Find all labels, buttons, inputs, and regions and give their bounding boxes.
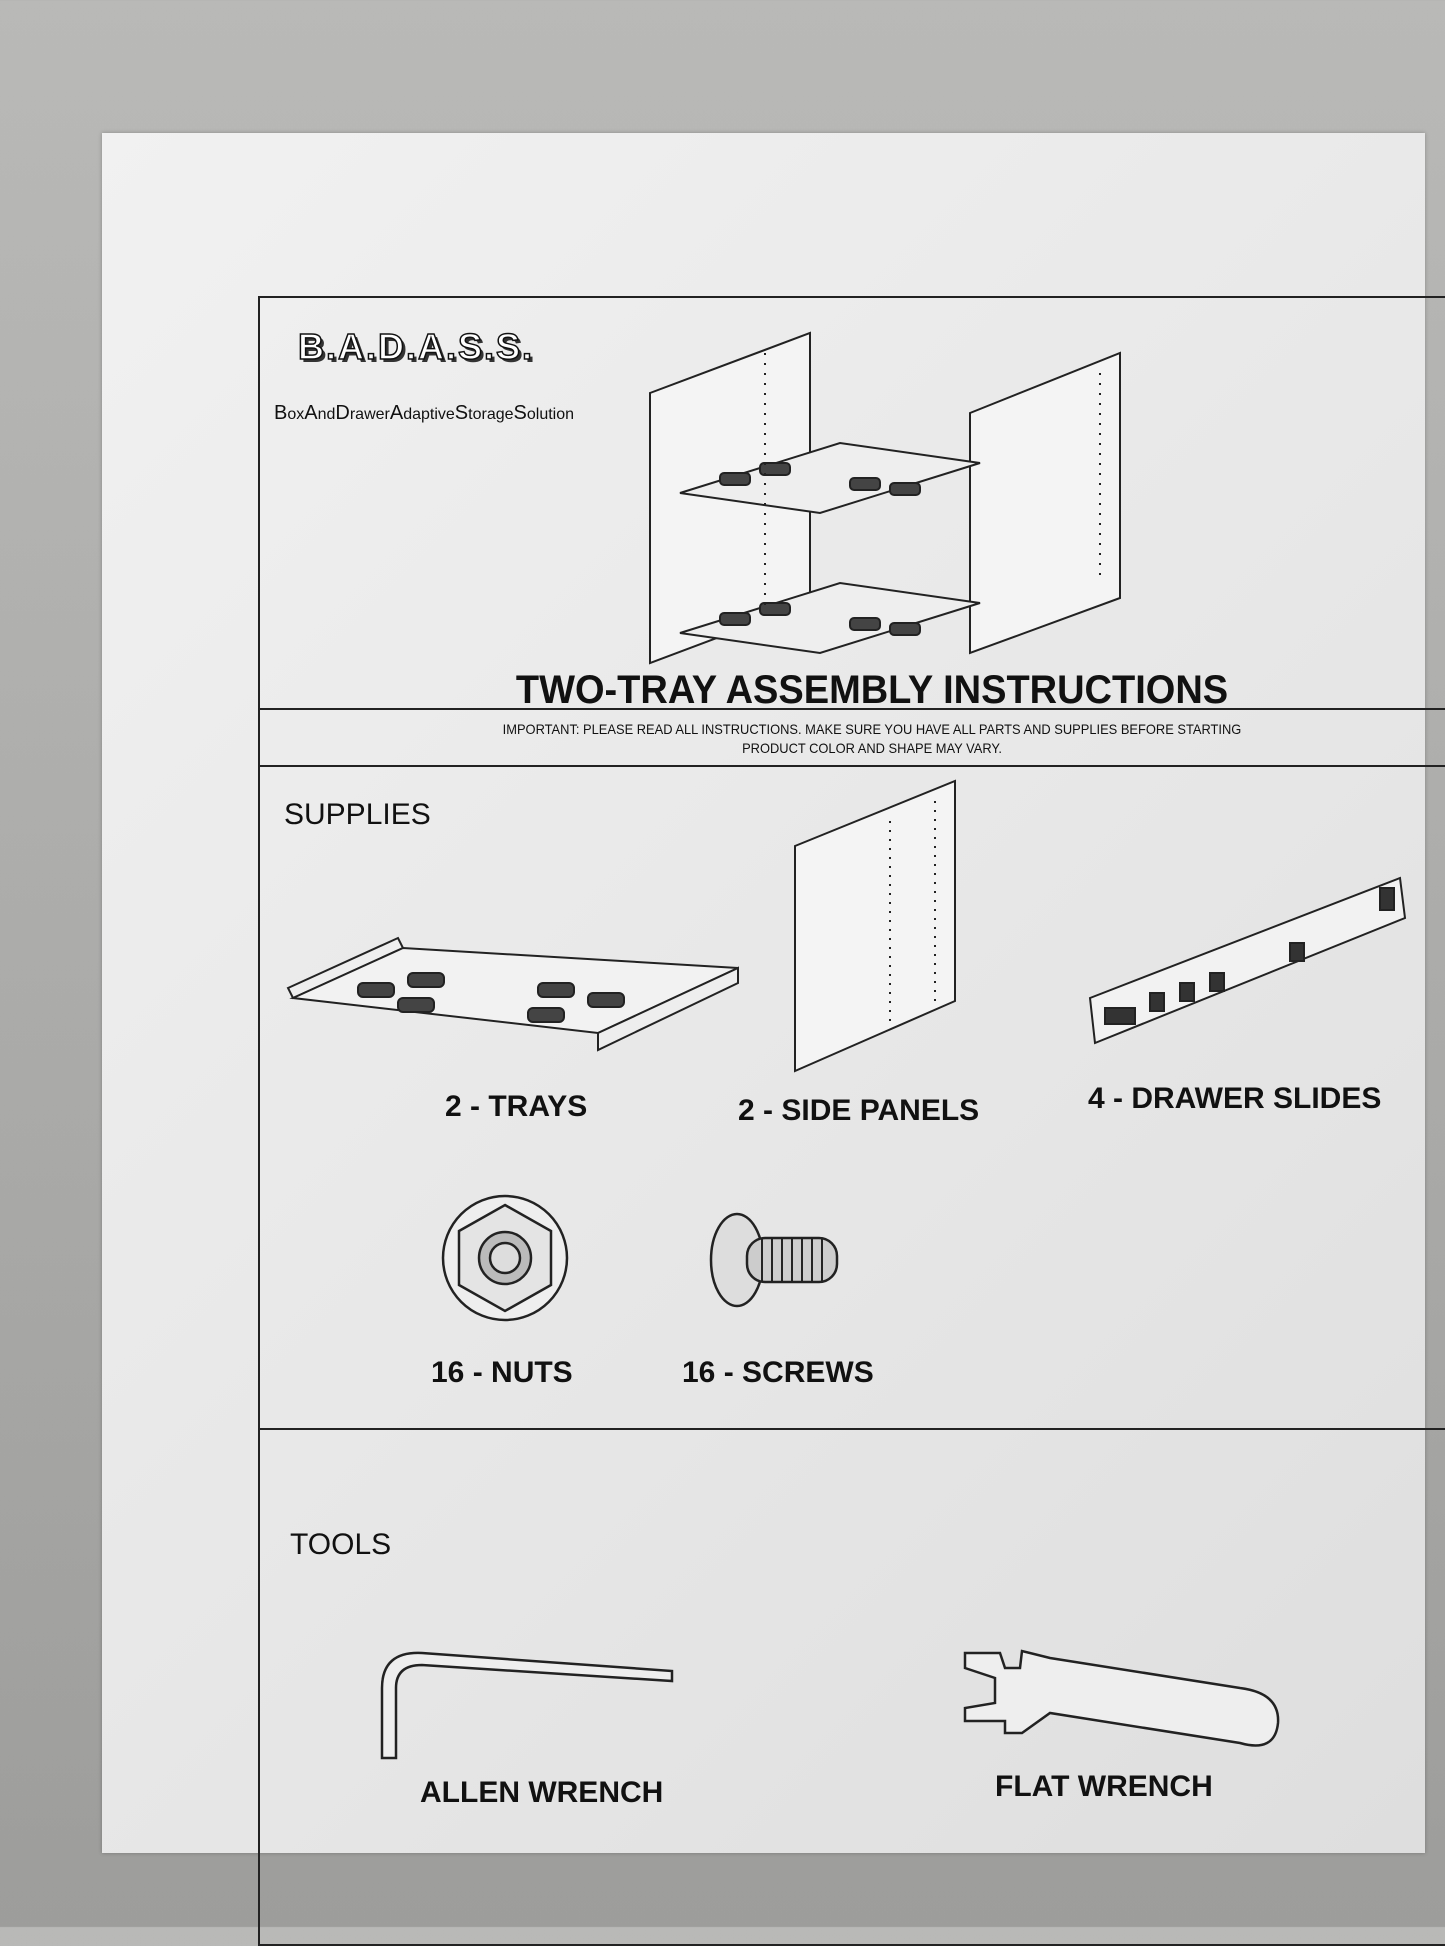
supply-label-screws: 16 - SCREWS <box>682 1356 874 1389</box>
screw-icon <box>709 1212 839 1308</box>
tool-label-flat-wrench: FLAT WRENCH <box>995 1770 1213 1803</box>
instruction-sheet: B.A.D.A.S.S. BoxAndDrawerAdaptiveStorage… <box>102 133 1445 1946</box>
supply-label-nuts: 16 - NUTS <box>431 1356 573 1389</box>
tray-icon <box>286 936 739 1052</box>
logo: B.A.D.A.S.S. <box>297 325 535 368</box>
supply-label-side-panels: 2 - SIDE PANELS <box>738 1094 980 1127</box>
flat-wrench-icon <box>963 1649 1280 1747</box>
supplies-heading: SUPPLIES <box>284 798 431 831</box>
drawer-slide-icon <box>1088 876 1407 1045</box>
page-frame: B.A.D.A.S.S. BoxAndDrawerAdaptiveStorage… <box>258 296 1445 1946</box>
logo-tagline: BoxAndDrawerAdaptiveStorageSolution <box>274 402 575 424</box>
allen-wrench-icon <box>380 1651 674 1760</box>
divider <box>260 1428 1445 1430</box>
important-notice: IMPORTANT: PLEASE READ ALL INSTRUCTIONS.… <box>502 721 1242 756</box>
supply-label-drawer-slides: 4 - DRAWER SLIDES <box>1088 1082 1382 1115</box>
divider <box>260 765 1445 767</box>
divider <box>260 708 1445 710</box>
nut-icon <box>441 1194 569 1322</box>
side-panel-icon <box>794 779 956 1073</box>
tools-heading: TOOLS <box>290 1528 392 1561</box>
supply-label-trays: 2 - TRAYS <box>445 1090 588 1123</box>
assembled-unit-illustration <box>649 331 1121 665</box>
page-title: TWO-TRAY ASSEMBLY INSTRUCTIONS <box>515 668 1229 712</box>
tool-label-allen-wrench: ALLEN WRENCH <box>420 1776 664 1809</box>
